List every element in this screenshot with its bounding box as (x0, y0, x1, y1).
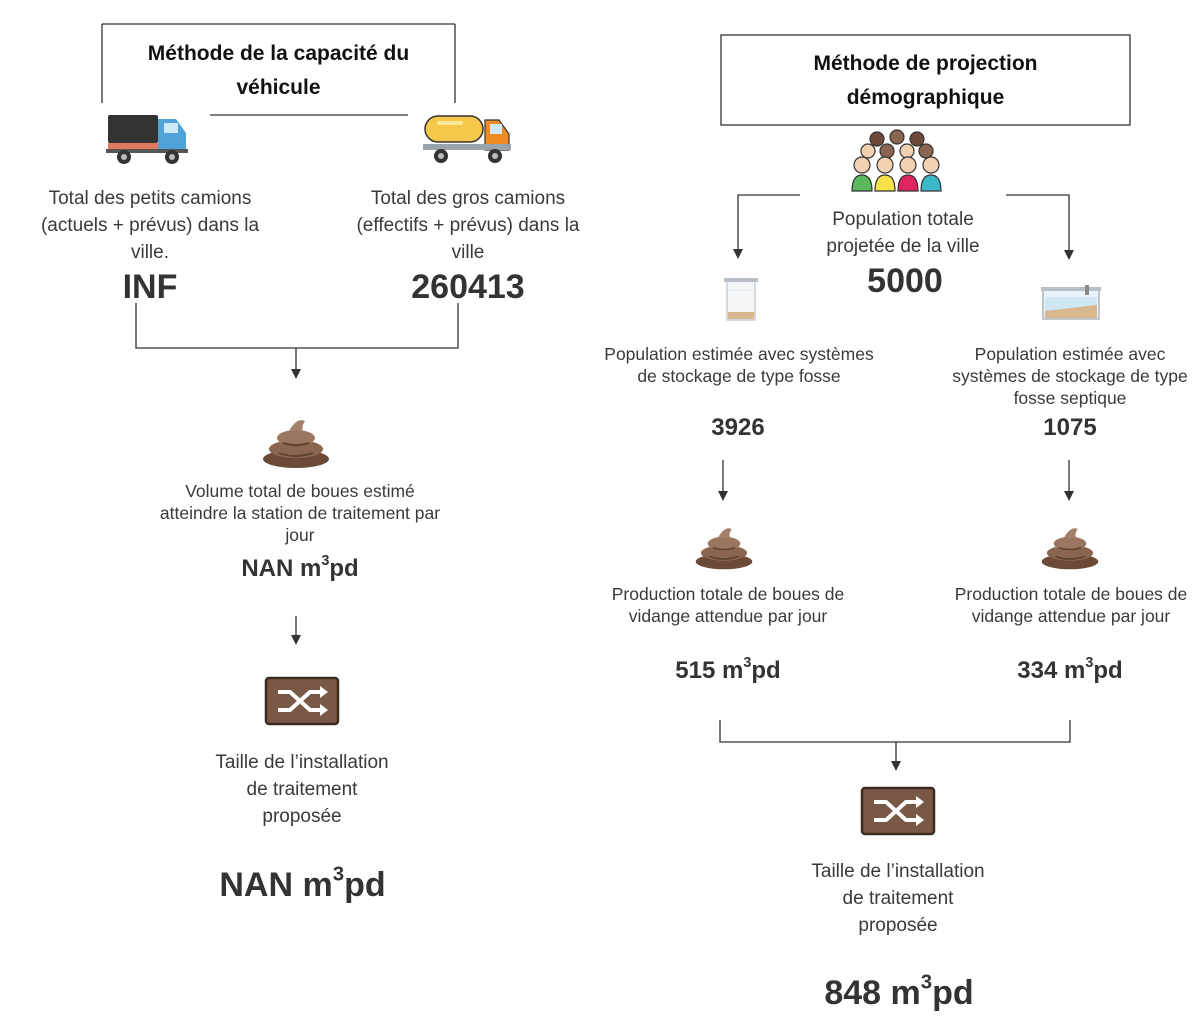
sludge-volume-number: NAN (241, 555, 294, 582)
dump-truck-icon (106, 115, 188, 164)
left-facility-value: NAN m3pd (170, 863, 435, 905)
right-facility-value: 848 m3pd (770, 971, 1028, 1013)
sludge-icon (1041, 528, 1099, 570)
septic-tank-icon (1041, 285, 1101, 320)
large-trucks-label: Total des gros camions (effectifs + prév… (356, 188, 580, 263)
unit-suffix: pd (932, 974, 974, 1012)
tanker-truck-icon (423, 115, 511, 163)
treatment-plant-icon (264, 676, 340, 726)
right-facility-number: 848 (824, 974, 882, 1012)
unit-prefix: m (1064, 657, 1086, 684)
unit-suffix: pd (1093, 657, 1123, 684)
large-trucks-value: 260413 (411, 268, 525, 306)
population-value: 5000 (867, 262, 943, 300)
pit-population-value: 3926 (711, 414, 765, 441)
unit-prefix: m (299, 555, 322, 582)
septic-production-label: Production totale de boues de vidange at… (954, 584, 1188, 626)
septic-population-label: Population estimée avec systèmes de stoc… (952, 344, 1188, 408)
crowd-icon (851, 129, 942, 192)
right-method-title: Méthode de projection démographique (813, 52, 1038, 109)
unit-prefix: m (890, 974, 921, 1012)
unit-exponent: 3 (743, 655, 752, 672)
unit-exponent: 3 (332, 863, 345, 886)
sludge-volume-label: Volume total de boues estimé atteindre l… (159, 481, 441, 545)
septic-population-value: 1075 (1043, 414, 1097, 441)
unit-prefix: m (302, 866, 333, 904)
pit-production-number: 515 (675, 657, 716, 684)
left-facility-label: Taille de l’installation de traitement p… (215, 752, 389, 827)
small-trucks-value: INF (122, 268, 178, 306)
pit-population-label: Population estimée avec systèmes de stoc… (604, 344, 874, 386)
septic-production-number: 334 (1017, 657, 1058, 684)
sludge-icon (263, 420, 329, 468)
unit-exponent: 3 (321, 553, 330, 570)
pit-latrine-tank-icon (724, 278, 758, 321)
right-facility-label: Taille de l’installation de traitement p… (811, 861, 985, 936)
unit-exponent: 3 (920, 971, 933, 994)
unit-prefix: m (722, 657, 744, 684)
sludge-icon (695, 528, 753, 570)
population-label: Population totale projetée de la ville (826, 209, 980, 257)
left-method-title: Méthode de la capacité du véhicule (147, 42, 410, 99)
small-trucks-label: Total des petits camions (actuels + prév… (40, 188, 260, 263)
pit-production-label: Production totale de boues de vidange at… (611, 584, 845, 626)
unit-suffix: pd (344, 866, 386, 904)
treatment-plant-icon (860, 786, 936, 836)
unit-suffix: pd (751, 657, 781, 684)
sludge-volume-value: NAN m3pd (180, 553, 420, 583)
left-facility-number: NAN (219, 866, 294, 904)
unit-exponent: 3 (1085, 655, 1094, 672)
septic-production-value: 334 m3pd (970, 655, 1170, 685)
pit-production-value: 515 m3pd (628, 655, 828, 685)
unit-suffix: pd (329, 555, 359, 582)
